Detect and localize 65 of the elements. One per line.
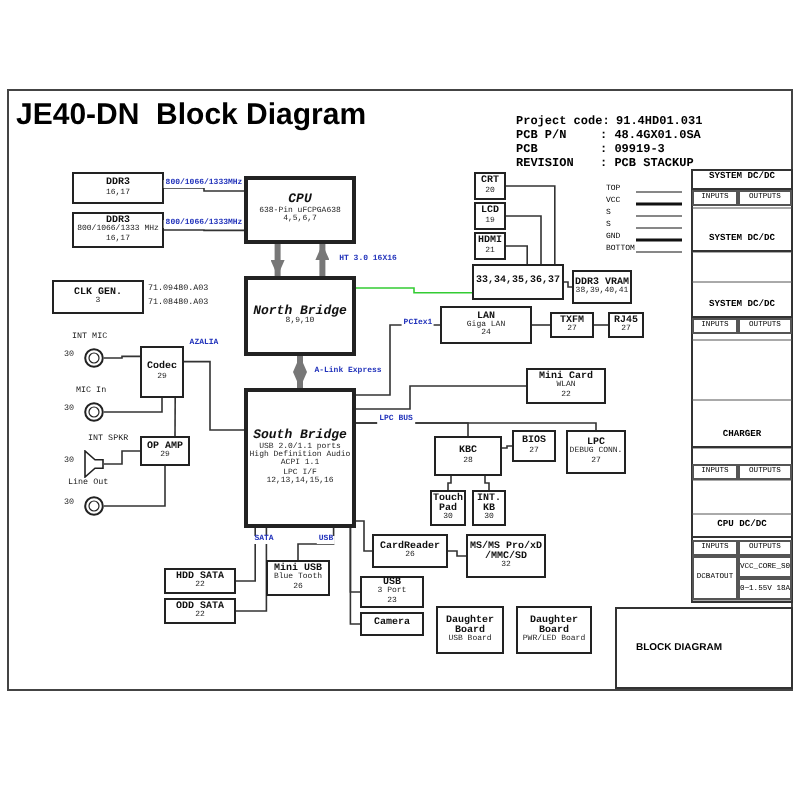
speaker-icon (84, 450, 104, 478)
block-box (516, 606, 592, 654)
connector-line (563, 281, 573, 288)
arrow (270, 244, 285, 276)
connector-line (531, 324, 551, 326)
block-box (608, 312, 644, 338)
connector-line (103, 355, 141, 359)
block-box (474, 172, 506, 200)
diagram-title: JE40-DN Block Diagram (16, 98, 367, 132)
connector-line (183, 360, 245, 431)
block-box (512, 430, 556, 462)
connector-line (163, 229, 245, 232)
connector-line (501, 445, 513, 449)
connector-line (103, 397, 163, 413)
connector-line (355, 385, 527, 410)
audio-jack-icon (84, 348, 104, 368)
block-box (472, 490, 506, 526)
block-box (466, 534, 546, 578)
block-box (140, 346, 184, 398)
block-box (244, 276, 356, 356)
block-box (72, 212, 164, 248)
connector-line (593, 324, 609, 326)
block-box (164, 598, 236, 624)
block-box (526, 368, 606, 404)
block-box (140, 436, 190, 466)
arrow (315, 244, 330, 276)
connector-line (447, 550, 467, 557)
block-box (52, 280, 144, 314)
block-box (244, 176, 356, 244)
block-box (440, 306, 532, 344)
connector-line (355, 422, 597, 431)
connector-line (103, 465, 166, 507)
connector-line (349, 527, 361, 625)
connector-line (297, 527, 335, 561)
connector-line (355, 324, 441, 396)
connector-line (505, 185, 556, 265)
connector-line (163, 187, 245, 192)
block-box (244, 388, 356, 528)
block-box (360, 612, 424, 636)
connector-line (174, 397, 176, 437)
connector-line (505, 245, 528, 265)
connector-line (355, 287, 473, 294)
block-box (164, 568, 236, 594)
audio-jack-icon (84, 402, 104, 422)
block-box (72, 172, 164, 204)
block-box (566, 430, 626, 474)
block-box (434, 436, 502, 476)
block-box (266, 560, 330, 596)
block-box (360, 576, 424, 608)
block-box (474, 232, 506, 260)
block-box (572, 270, 632, 304)
block-box (436, 606, 504, 654)
block-box (472, 264, 564, 300)
connector-line (484, 475, 490, 491)
block-box (550, 312, 594, 338)
connector-line (505, 215, 542, 265)
connector-line (235, 527, 256, 582)
block-box (430, 490, 466, 526)
audio-jack-icon (84, 496, 104, 516)
block-box (474, 202, 506, 230)
arrow (293, 356, 307, 388)
block-box (372, 534, 448, 568)
connector-line (103, 450, 141, 465)
connector-line (447, 475, 452, 491)
connector-line (355, 520, 373, 552)
